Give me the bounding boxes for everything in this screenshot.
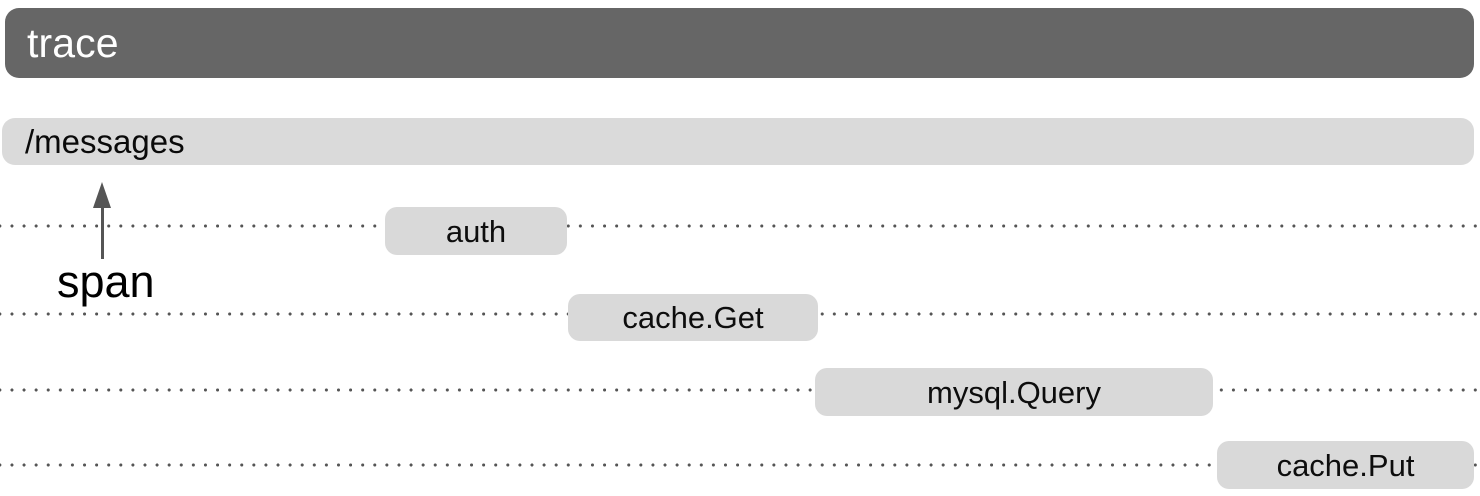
- span-bar-cache-get[interactable]: cache.Get: [568, 294, 818, 341]
- span-bar-cache-put-label: cache.Put: [1276, 447, 1415, 483]
- span-baseline-4: [0, 463, 1478, 467]
- span-bar-cache-get-label: cache.Get: [622, 300, 764, 335]
- root-span-bar[interactable]: /messages: [2, 118, 1474, 165]
- span-annotation-label: span: [57, 256, 155, 307]
- trace-bar[interactable]: trace: [5, 8, 1474, 78]
- arrow-up-icon: [93, 182, 111, 208]
- span-baseline-3: [0, 388, 1478, 392]
- arrow-shaft: [101, 205, 104, 259]
- span-baseline-1: [0, 224, 1478, 228]
- span-bar-mysql-query[interactable]: mysql.Query: [815, 368, 1213, 416]
- trace-bar-label: trace: [27, 19, 119, 66]
- root-span-label: /messages: [25, 123, 185, 160]
- span-bar-cache-put[interactable]: cache.Put: [1217, 441, 1474, 489]
- span-bar-auth-label: auth: [445, 213, 507, 249]
- span-bar-mysql-query-label: mysql.Query: [927, 374, 1101, 410]
- span-bar-auth[interactable]: auth: [385, 207, 567, 255]
